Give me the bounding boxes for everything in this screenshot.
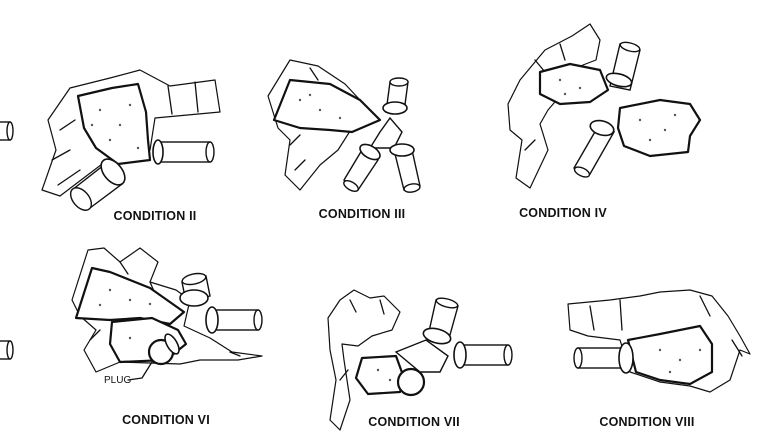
cropped-pipe-end-bottom	[0, 340, 14, 360]
condition-viii-illustration	[567, 289, 751, 393]
condition-ii-illustration	[41, 69, 221, 211]
condition-ii-caption: CONDITION II	[114, 209, 197, 223]
cropped-pipe-end-top	[0, 121, 14, 141]
condition-vi-caption: CONDITION VI	[122, 413, 210, 427]
plug-label: PLUG	[104, 375, 131, 386]
condition-iii-caption: CONDITION III	[319, 207, 406, 221]
condition-vi-illustration	[71, 247, 263, 381]
condition-viii-caption: CONDITION VIII	[599, 415, 694, 429]
condition-iv-illustration	[507, 23, 702, 189]
condition-vii-caption: CONDITION VII	[368, 415, 460, 429]
condition-vii-illustration	[327, 289, 513, 431]
condition-iii-illustration	[267, 59, 421, 193]
condition-iv-caption: CONDITION IV	[519, 206, 607, 220]
